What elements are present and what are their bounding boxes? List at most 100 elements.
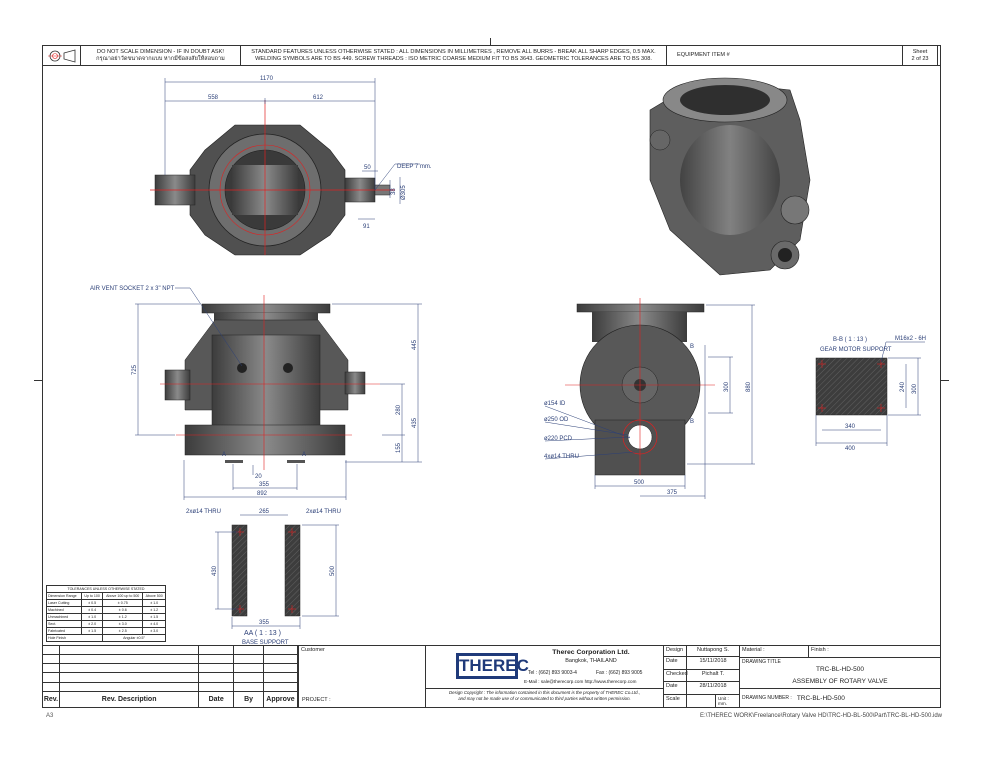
dim-612: 612 [313, 95, 324, 101]
file-path: E:\THEREC WORK\Freelance\Rotary Valve HD… [700, 713, 942, 719]
tol-row: Fabricated± 1.5± 2.5± 3.0 [45, 627, 166, 635]
paper-size: A3 [46, 713, 54, 719]
company-city: Bangkok, THAILAND [565, 658, 617, 664]
project-label: PROJECT : [302, 697, 331, 703]
drawing-title-label: DRAWING TITLE [742, 659, 781, 665]
date2-label: Date [663, 681, 687, 695]
section-b-bottom: B [690, 419, 694, 425]
tol-cell: Laser Cutting [45, 599, 83, 607]
tol-cell: ± 4.0 [142, 620, 166, 628]
customer-label: Customer [301, 647, 325, 653]
tol-angular: Angular ±0.5° [102, 634, 166, 642]
drawing-title-box: DRAWING TITLE TRC-BL-HD-500 ASSEMBLY OF … [739, 657, 941, 689]
tol-row: Machined± 0.4± 0.6± 1.2 [45, 606, 166, 614]
dim-340: 340 [845, 424, 856, 430]
tol-header: Above 500 [142, 592, 166, 600]
tol-header: Up to 100 [81, 592, 104, 600]
center-mark-left [34, 380, 42, 381]
dim-445: 445 [412, 339, 418, 350]
dim-892: 892 [257, 491, 268, 497]
sheet-value: 2 of 23 [911, 55, 929, 62]
scale-label: Scale [663, 694, 687, 708]
drawing-title-2: ASSEMBLY OF ROTARY VALVE [792, 678, 888, 685]
tol-cell: ± 0.5 [81, 599, 104, 607]
tolerance-table: TOLERANCES UNLESS OTHERWISE STATED Dimen… [45, 585, 166, 642]
third-angle-projection-icon [47, 48, 75, 63]
company-tel: Tel : (662) 893 9003-4 [528, 670, 577, 676]
dim-155: 155 [396, 442, 402, 453]
date1-value: 15/11/2018 [686, 656, 740, 670]
tol-cell: Fabricated [45, 627, 83, 635]
tol-cell: Unmachined [45, 613, 83, 621]
tol-cell: Sect. [45, 620, 83, 628]
dim-1170: 1170 [260, 76, 274, 82]
tol-cell: ± 1.0 [81, 613, 104, 621]
dim-300-bb: 300 [912, 383, 918, 394]
note-od: ø250 OD [544, 417, 569, 423]
sheet-label: Sheet [912, 48, 928, 55]
note-air-vent: AIR VENT SOCKET 2 x 3" NPT [90, 286, 175, 292]
tol-row: Unmachined± 1.0± 1.2± 1.5 [45, 613, 166, 621]
equipment-item-label: EQUIPMENT ITEM # [677, 52, 730, 58]
header-strip: DO NOT SCALE DIMENSION - IF IN DOUBT ASK… [42, 45, 941, 66]
side-view: B B 880 300 500 375 ø154 ID ø250 OD ø220… [544, 298, 755, 499]
dim-430: 430 [212, 565, 218, 576]
aa-title: AA ( 1 : 13 ) [244, 630, 281, 637]
dim-500: 500 [634, 480, 645, 486]
drawing-title-1: TRC-BL-HD-500 [815, 666, 865, 673]
standards-line-2: WELDING SYMBOLS ARE TO BS 449. SCREW THR… [255, 55, 652, 62]
tol-finish: Hole Finish [45, 634, 104, 642]
copyright-line-2: and may not be made use of or communicat… [458, 696, 631, 701]
revision-table: Rev. Rev. Description Date By Approve [42, 644, 298, 709]
rev-date-header: Date [198, 690, 235, 709]
note-deep: DEEP 7 mm. [397, 164, 432, 170]
dim-880: 880 [746, 381, 752, 392]
tol-cell: ± 3.0 [142, 627, 166, 635]
company-logo: THEREC [456, 653, 529, 679]
dim-375: 375 [667, 490, 678, 496]
top-view: 1170 558 612 50 91 38 Ø305 DEEP 7 mm. [150, 76, 432, 256]
tolerance-title: TOLERANCES UNLESS OTHERWISE STATED [46, 585, 166, 593]
rev-by-header: By [233, 690, 264, 709]
customer-box: Customer PROJECT : [298, 645, 426, 708]
unit-label: Unit : mm. [715, 694, 740, 708]
company-name: Therec Corporation Ltd. [552, 649, 630, 656]
warning-th: กรุณาอย่าวัดขนาดจากแบบ หากมีข้อสงสัยให้ส… [96, 55, 225, 62]
tol-cell: ± 1.2 [142, 606, 166, 614]
tol-cell: ± 1.0 [142, 599, 166, 607]
center-mark-top [490, 38, 491, 46]
dim-305: Ø305 [401, 185, 407, 200]
rev-header: Rev. [42, 690, 60, 709]
note-pcd: ø220 PCD [544, 436, 573, 442]
dim-265: 265 [259, 509, 270, 515]
warning-en: DO NOT SCALE DIMENSION - IF IN DOUBT ASK… [97, 48, 224, 55]
note-thru: 4xø14 THRU [544, 454, 579, 460]
company-email: E-Mail : sale@therecorp.com http://www.t… [524, 679, 637, 684]
dim-280: 280 [396, 404, 402, 415]
tol-cell: ± 3.0 [102, 620, 144, 628]
rev-approve-header: Approve [263, 690, 298, 709]
date2-value: 28/11/2018 [686, 681, 740, 695]
tol-cell: ± 2.0 [81, 620, 104, 628]
tol-header: Dimension Range [45, 592, 83, 600]
tol-cell: ± 0.75 [102, 599, 144, 607]
drawing-number-box: DRAWING NUMBER : TRC-BL-HD-500 [739, 688, 941, 708]
dim-50: 50 [364, 165, 371, 171]
company-fax: Fax : (662) 893 9005 [596, 670, 643, 676]
dim-91: 91 [363, 224, 370, 230]
section-aa-view: 2xø14 THRU 2xø14 THRU 265 430 500 355 AA… [186, 509, 341, 646]
section-a-left: A [222, 452, 226, 458]
tol-cell: ± 0.4 [81, 606, 104, 614]
section-a-right: A [302, 452, 306, 458]
section-bb-view: B-B ( 1 : 13 ) GEAR MOTOR SUPPORT M16x2 … [815, 336, 926, 452]
aa-thru-left: 2xø14 THRU [186, 509, 221, 515]
dim-300: 300 [724, 381, 730, 392]
dim-355: 355 [259, 482, 270, 488]
tol-cell: ± 0.6 [102, 606, 144, 614]
tol-cell: ± 1.5 [81, 627, 104, 635]
copyright-line-1: Design Copyright : The information conta… [448, 690, 641, 695]
aa-subtitle: BASE SUPPORT [242, 640, 289, 646]
bb-thread: M16x2 - 6H [895, 336, 926, 342]
projection-symbol [43, 46, 81, 65]
isometric-view [649, 77, 811, 276]
